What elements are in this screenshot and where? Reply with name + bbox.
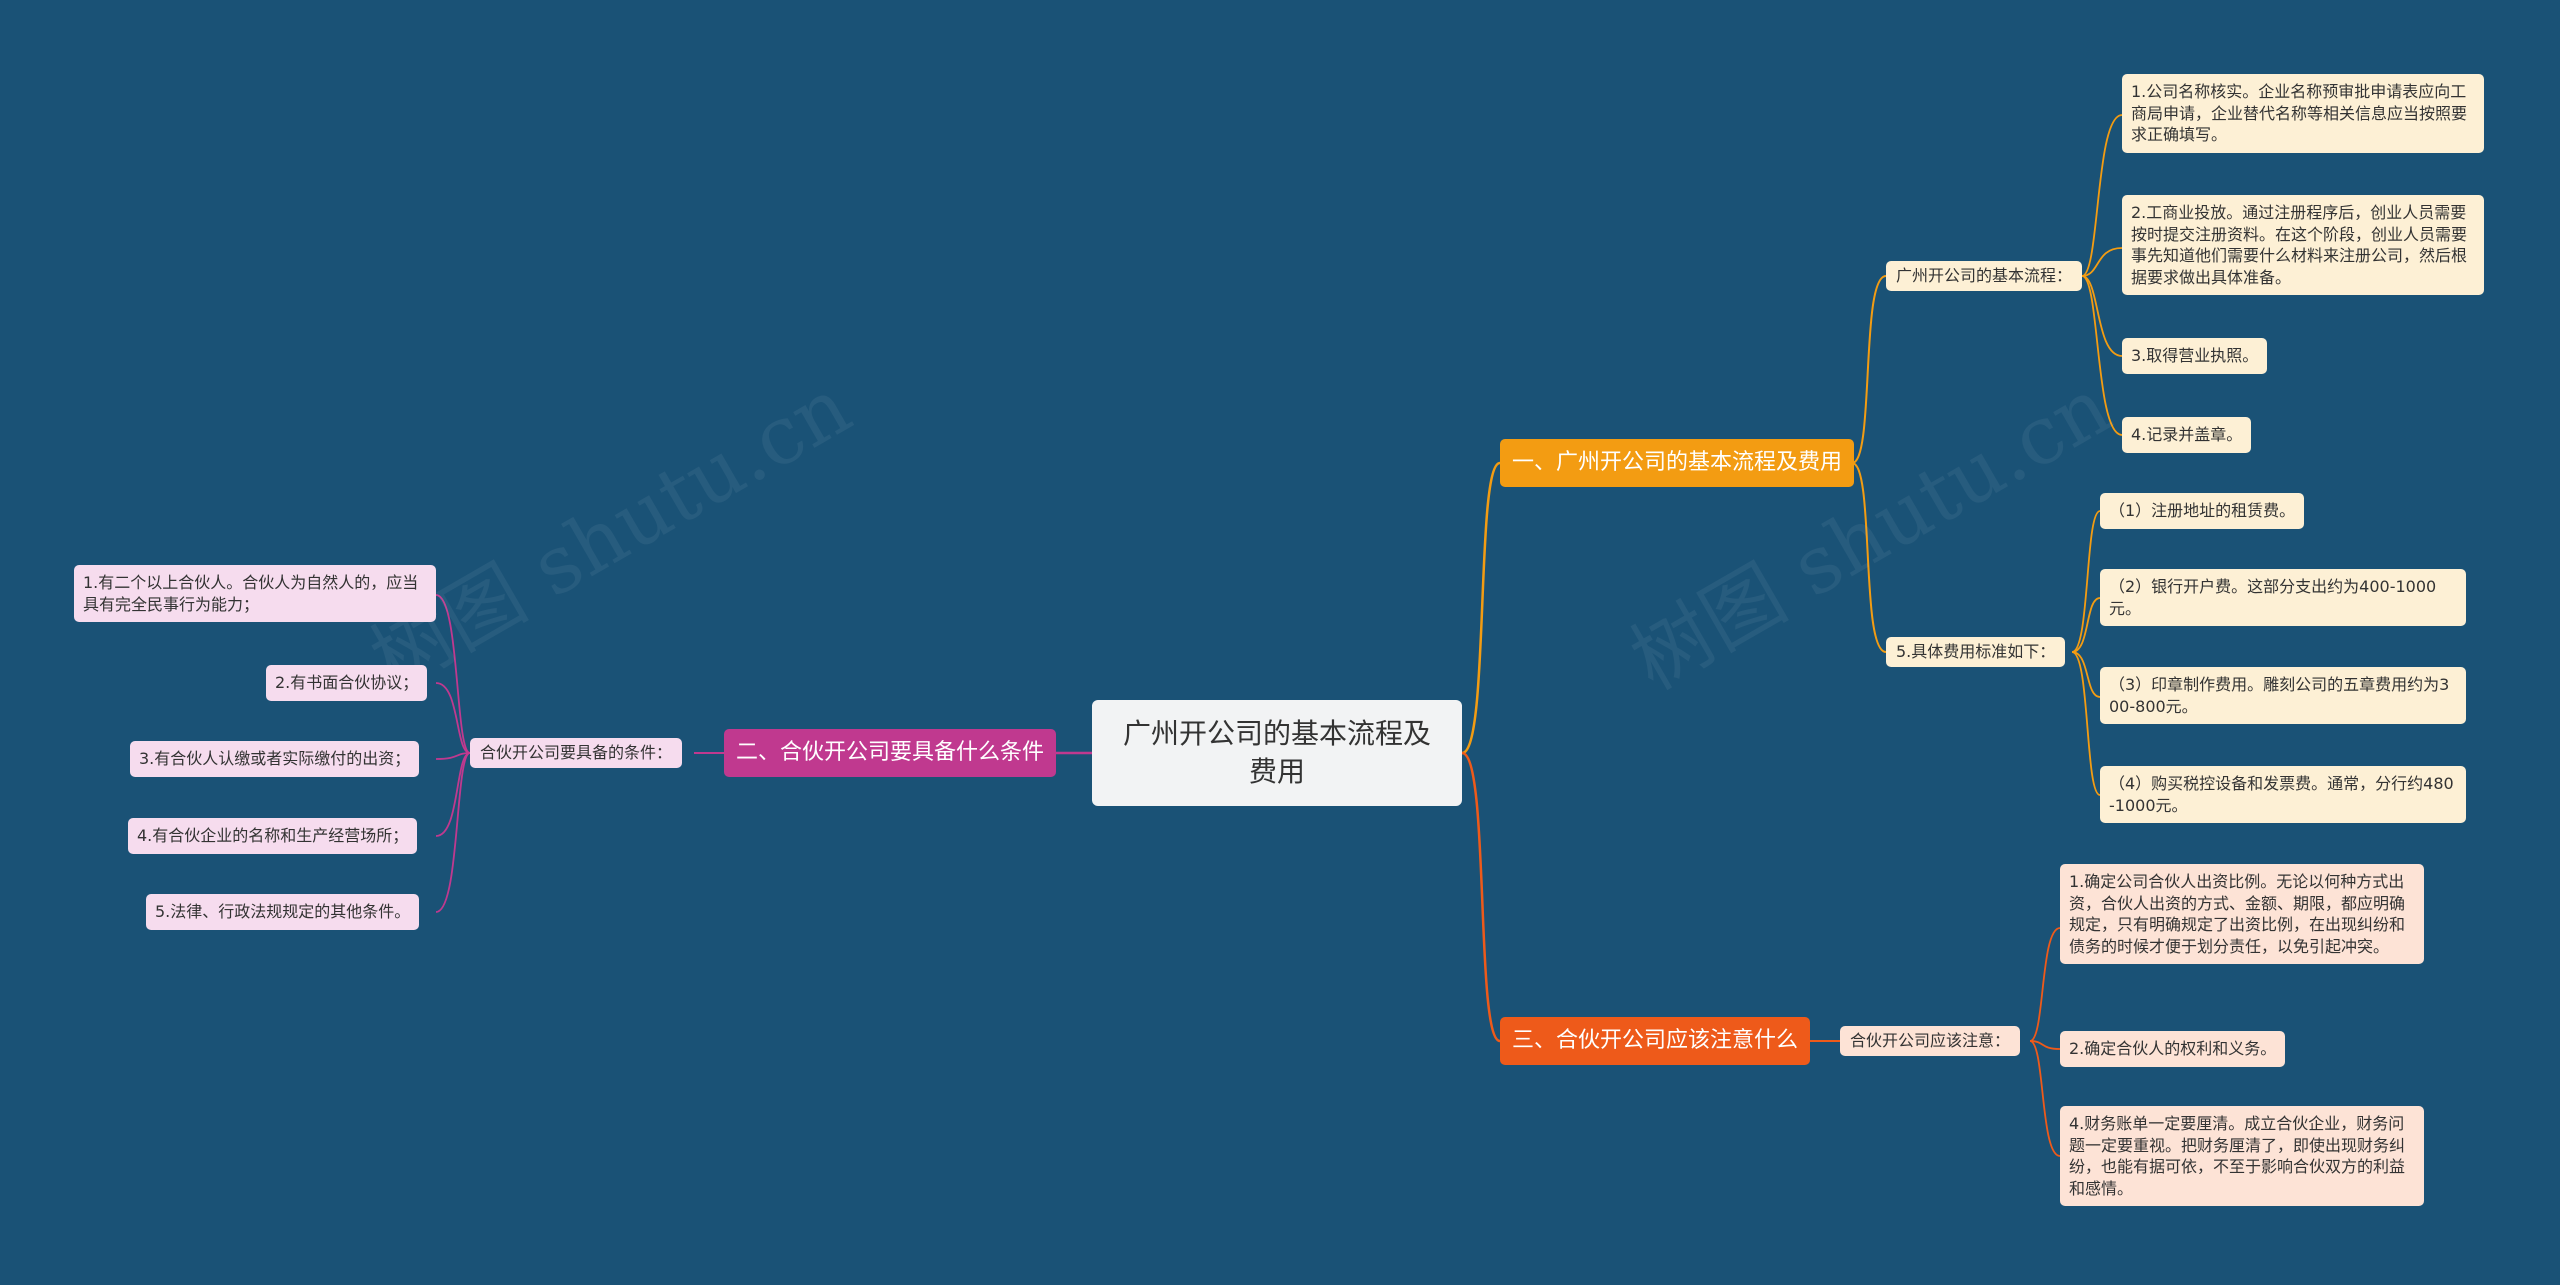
- branch-basic-process-fees[interactable]: 一、广州开公司的基本流程及费用: [1500, 439, 1855, 487]
- leaf-condition-2[interactable]: 2.有书面合伙协议；: [266, 665, 428, 701]
- leaf-condition-5[interactable]: 5.法律、行政法规规定的其他条件。: [146, 894, 420, 930]
- leaf-note-3[interactable]: 4.财务账单一定要厘清。成立合伙企业，财务问题一定要重视。把财务厘清了，即使出现…: [2060, 1106, 2424, 1207]
- leaf-fee-3[interactable]: （3）印章制作费用。雕刻公司的五章费用约为300-800元。: [2100, 667, 2466, 725]
- leaf-process-4[interactable]: 4.记录并盖章。: [2122, 417, 2252, 453]
- leaf-fee-4[interactable]: （4）购买税控设备和发票费。通常，分行约480-1000元。: [2100, 766, 2466, 824]
- sub-partnership-notes[interactable]: 合伙开公司应该注意：: [1840, 1026, 2021, 1056]
- leaf-condition-3[interactable]: 3.有合伙人认缴或者实际缴付的出资；: [130, 741, 420, 777]
- sub-basic-process[interactable]: 广州开公司的基本流程：: [1886, 261, 2083, 291]
- leaf-process-1[interactable]: 1.公司名称核实。企业名称预审批申请表应向工商局申请，企业替代名称等相关信息应当…: [2122, 74, 2484, 153]
- branch-partnership-notes[interactable]: 三、合伙开公司应该注意什么: [1500, 1017, 1811, 1065]
- sub-fee-standards[interactable]: 5.具体费用标准如下：: [1886, 637, 2066, 667]
- leaf-fee-2[interactable]: （2）银行开户费。这部分支出约为400-1000元。: [2100, 569, 2466, 627]
- sub-partnership-conditions[interactable]: 合伙开公司要具备的条件：: [470, 738, 683, 768]
- leaf-process-2[interactable]: 2.工商业投放。通过注册程序后，创业人员需要按时提交注册资料。在这个阶段，创业人…: [2122, 195, 2484, 296]
- branch-partnership-conditions[interactable]: 二、合伙开公司要具备什么条件: [724, 729, 1057, 777]
- leaf-note-1[interactable]: 1.确定公司合伙人出资比例。无论以何种方式出资，合伙人出资的方式、金额、期限，都…: [2060, 864, 2424, 965]
- leaf-condition-1[interactable]: 1.有二个以上合伙人。合伙人为自然人的，应当具有完全民事行为能力；: [74, 565, 436, 623]
- leaf-note-2[interactable]: 2.确定合伙人的权利和义务。: [2060, 1031, 2286, 1067]
- leaf-condition-4[interactable]: 4.有合伙企业的名称和生产经营场所；: [128, 818, 418, 854]
- leaf-process-3[interactable]: 3.取得营业执照。: [2122, 338, 2268, 374]
- center-topic[interactable]: 广州开公司的基本流程及费用: [1092, 700, 1462, 806]
- leaf-fee-1[interactable]: （1）注册地址的租赁费。: [2100, 493, 2305, 529]
